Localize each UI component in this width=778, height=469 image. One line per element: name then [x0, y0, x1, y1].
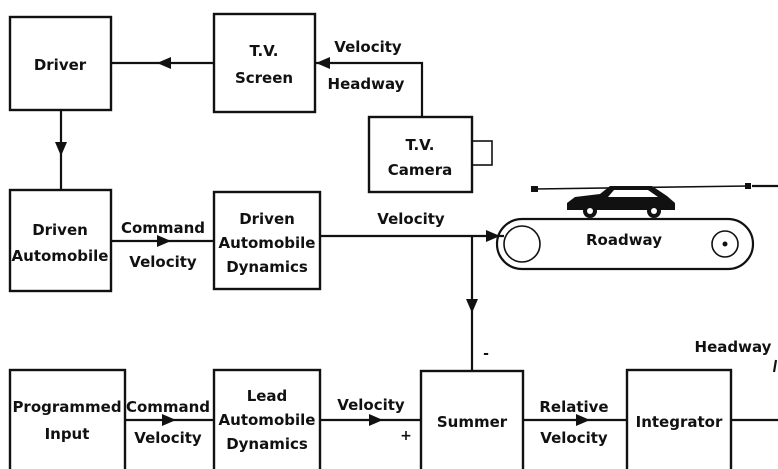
driven-automobile-label-2: Automobile: [12, 247, 109, 265]
car-icon: [531, 183, 751, 218]
lead-dynamics-label-3: Dynamics: [226, 435, 308, 453]
screen-to-driver-arrow: [157, 57, 171, 69]
driven-automobile-label-1: Driven: [32, 221, 88, 239]
camera-lens: [472, 141, 492, 165]
lead-command-label-1: Command: [126, 398, 210, 416]
driver-to-automobile-arrow: [55, 142, 67, 156]
camera-headway-label: Headway: [328, 75, 405, 93]
tv-camera-label-2: Camera: [388, 161, 452, 179]
driven-dynamics-label-2: Automobile: [219, 234, 316, 252]
driven-command-label-1: Command: [121, 219, 205, 237]
driven-velocity-label: Velocity: [377, 210, 445, 228]
tv-screen-label-1: T.V.: [249, 42, 278, 60]
tv-screen-label-2: Screen: [235, 69, 293, 87]
programmed-input-label-1: Programmed: [12, 398, 121, 416]
summer-label: Summer: [437, 413, 508, 431]
camera-velocity-label: Velocity: [334, 38, 402, 56]
driven-dynamics-label-3: Dynamics: [226, 258, 308, 276]
programmed-input-block: [10, 370, 125, 469]
camera-to-screen-arrow: [316, 57, 330, 69]
driver-label: Driver: [34, 56, 87, 74]
lead-command-label-2: Velocity: [134, 429, 202, 447]
headway-label: Headway: [695, 338, 772, 356]
plus-sign: +: [400, 428, 412, 444]
relative-velocity-label-2: Velocity: [540, 429, 608, 447]
tv-screen-block: [214, 14, 315, 112]
headway-arrow-stub: [774, 360, 776, 372]
roadway-label: Roadway: [586, 231, 662, 249]
tv-camera-block: [369, 117, 472, 192]
minus-sign: -: [483, 346, 489, 362]
driven-dynamics-label-1: Driven: [239, 210, 295, 228]
integrator-label: Integrator: [636, 413, 723, 431]
programmed-input-label-2: Input: [45, 425, 90, 443]
lead-velocity-arrow: [369, 414, 383, 426]
driven-command-label-2: Velocity: [129, 253, 197, 271]
velocity-to-summer-arrow: [466, 299, 478, 313]
relative-velocity-label-1: Relative: [539, 398, 608, 416]
driven-automobile-block: [10, 190, 111, 291]
lead-dynamics-label-2: Automobile: [219, 411, 316, 429]
lead-velocity-label: Velocity: [337, 396, 405, 414]
lead-dynamics-label-1: Lead: [247, 387, 288, 405]
tv-camera-label-1: T.V.: [405, 136, 434, 154]
